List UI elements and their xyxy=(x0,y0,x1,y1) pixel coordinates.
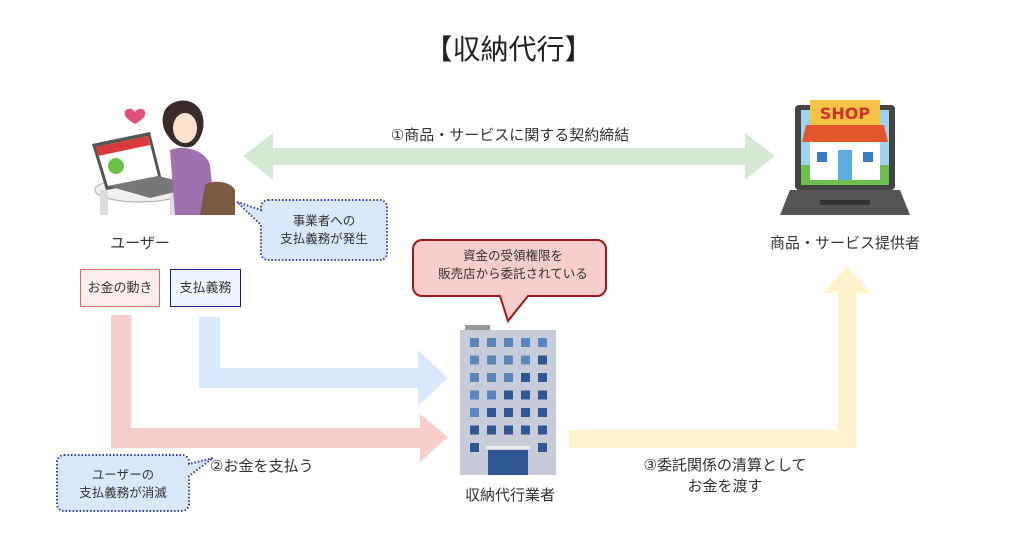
building-window xyxy=(504,408,513,417)
callout-obligation-arises-shape xyxy=(236,199,388,261)
callout-line: ユーザーの xyxy=(91,467,155,482)
legend-money: お金の動き xyxy=(80,269,160,307)
user-label: ユーザー xyxy=(110,234,170,252)
building-window xyxy=(504,390,513,400)
building-window xyxy=(470,355,479,365)
provider-label: 商品・サービス提供者 xyxy=(769,234,920,252)
callout-line: 事業者への xyxy=(292,213,356,228)
building-window xyxy=(538,355,547,365)
settle-arrow xyxy=(569,266,871,448)
callout-line: 支払義務が発生 xyxy=(280,231,368,246)
building-window xyxy=(521,373,530,382)
building-window xyxy=(504,425,513,435)
callout-line: 資金の受領権限を xyxy=(462,248,563,263)
building-window xyxy=(538,338,547,347)
pay-arrow-label: ②お金を支払う xyxy=(210,457,314,475)
building-window xyxy=(487,355,496,365)
building-window xyxy=(487,373,496,382)
building-window xyxy=(521,425,530,435)
building-window xyxy=(538,373,547,382)
settle-arrow-label: ③委託関係の清算として お金を渡す xyxy=(610,455,840,497)
building-window xyxy=(538,390,547,400)
building-window xyxy=(504,373,513,382)
agent-label: 収納代行業者 xyxy=(464,486,555,504)
building-window xyxy=(504,338,513,347)
building-window xyxy=(470,338,479,347)
callout-obligation-extinguished: ユーザーの 支払義務が消滅 xyxy=(58,466,188,502)
building-window xyxy=(487,390,496,400)
callout-line: 販売店から委託されている xyxy=(438,266,588,281)
building-window xyxy=(521,355,530,365)
callout-authority: 資金の受領権限を 販売店から委託されている xyxy=(420,247,606,283)
woman-shopping-laptop-icon xyxy=(92,100,235,215)
building-window xyxy=(538,443,547,452)
contract-double-arrow xyxy=(243,133,775,180)
building-window xyxy=(470,408,479,417)
contract-arrow-label: ①商品・サービスに関する契約締結 xyxy=(390,126,630,144)
shop-sign-text: SHOP xyxy=(820,104,871,123)
building-window xyxy=(470,390,479,400)
building-window xyxy=(470,425,479,435)
settle-label-line: ③委託関係の清算として xyxy=(643,456,807,474)
building-window xyxy=(538,425,547,435)
callout-authority-shape xyxy=(412,239,607,324)
building-window xyxy=(470,443,479,452)
building-window xyxy=(470,373,479,382)
office-building-icon xyxy=(460,325,556,475)
legend-obligation: 支払義務 xyxy=(170,269,241,307)
building-window xyxy=(521,408,530,417)
page-title: 【収納代行】 xyxy=(424,33,593,66)
building-window xyxy=(487,408,496,417)
building-window xyxy=(504,355,513,365)
building-window xyxy=(487,338,496,347)
building-window xyxy=(487,425,496,435)
callout-obligation-arises: 事業者への 支払義務が発生 xyxy=(262,212,386,248)
callout-obligation-extinguished-shape xyxy=(56,454,214,512)
building-window xyxy=(521,338,530,347)
building-window xyxy=(521,390,530,400)
money-pay-arrow xyxy=(111,315,448,462)
settle-label-line: お金を渡す xyxy=(687,477,763,495)
laptop-shop-icon: SHOP xyxy=(780,100,910,215)
obligation-arrow xyxy=(199,317,448,406)
building-window xyxy=(538,408,547,417)
callout-line: 支払義務が消滅 xyxy=(79,485,167,500)
